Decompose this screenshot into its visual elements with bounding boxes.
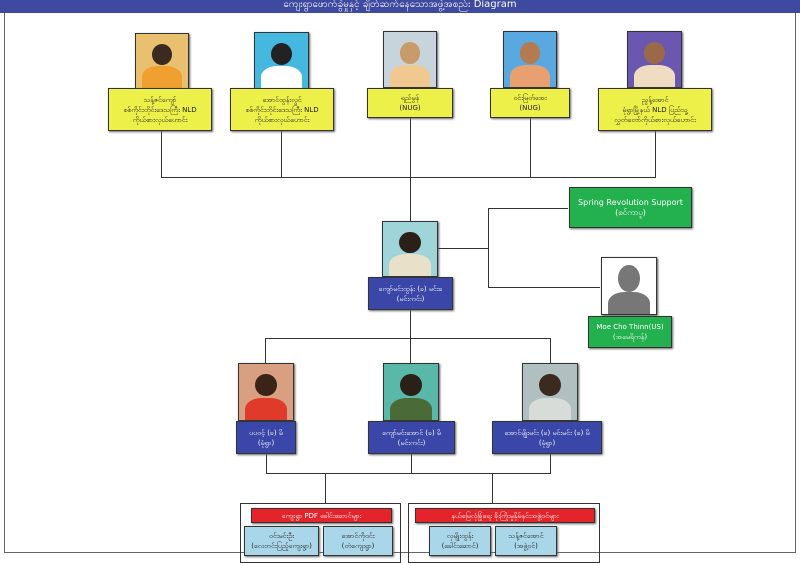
person-box: ညွန့်အောင်မုံရွာမြို့နယ် NLD ပြည်သူ့လွှတ…: [598, 88, 712, 131]
placeholder-avatar-photo: [601, 257, 657, 315]
diagram-title: ကျေးရွာဖောက်ခွဲမှုနှင့် ချိတ်ဆက်နေသောအဖွ…: [0, 0, 800, 13]
person-box: အောင်ထွန်းလွင်စစ်ကိုင်းတိုင်းဒေသကြီး NLD…: [230, 88, 334, 131]
portrait-photo: [238, 363, 294, 421]
portrait-photo: [522, 363, 578, 421]
person-box: ဝင်းမြတ်အေး(NUG): [490, 88, 570, 118]
organization-box: Spring Revolution Support(စင်ကာပူ): [569, 187, 692, 228]
person-box: ကျော်မင်းအောင် (ခ) မိ(မင်းကင်း): [368, 421, 455, 454]
member-box: သန့်ဇင်အောင်(အဖွဲ့ဝင်): [495, 526, 557, 556]
group-container: ကျေးရွာ PDF ခေါင်းဆောင်များ ဝင်းမင်းဦး(လ…: [240, 503, 401, 563]
portrait-photo: [135, 33, 189, 89]
portrait-photo: [627, 31, 682, 88]
person-box: ပပဝင့် (ခ) မိ(မုံရွာ): [236, 421, 296, 454]
portrait-photo: [383, 31, 437, 88]
portrait-photo: [383, 363, 439, 421]
portrait-photo: [254, 32, 309, 89]
member-box: လှမျိုးထွန်း(ခေါင်းဆောင်): [429, 526, 491, 556]
central-person-box: ကျော်မင်းထွန်း (ခ) မင်းခ(မင်းကင်း): [368, 277, 453, 310]
group-banner: နယ်မြေလုံခြုံရေး ခိုးကြိုးမှုနှိမ်နင်းအဖ…: [415, 508, 595, 523]
portrait-photo: [382, 221, 438, 277]
portrait-photo: [503, 31, 557, 88]
person-box: Moe Cho Thinn(US)(အမေရိကန်): [588, 316, 672, 348]
person-box: အောင်မျိုးမင်း (ခ) မင်းမင်း (ခ) မိ(မုံရွ…: [492, 421, 602, 454]
group-container: နယ်မြေလုံခြုံရေး ခိုးကြိုးမှုနှိမ်နင်းအဖ…: [408, 503, 600, 563]
member-box: ဝင်းမင်းဦး(လေဘင်းပြည့်ကျေးရွာ): [244, 526, 319, 556]
group-banner: ကျေးရွာ PDF ခေါင်းဆောင်များ: [251, 508, 392, 523]
person-box: ရည်မွန်(NUG): [367, 88, 453, 118]
member-box: အောင်ကိုဝင်း(တဲကျေးရွာ): [323, 526, 393, 556]
